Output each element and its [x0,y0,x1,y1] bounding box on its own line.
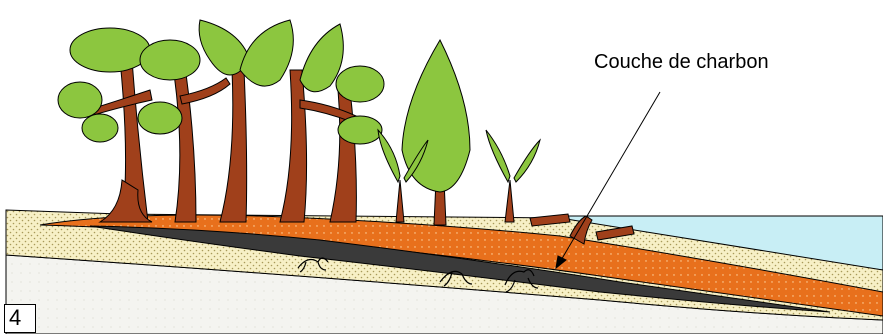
coal-layer-label: Couche de charbon [594,51,769,73]
panel-number: 4 [4,304,36,333]
